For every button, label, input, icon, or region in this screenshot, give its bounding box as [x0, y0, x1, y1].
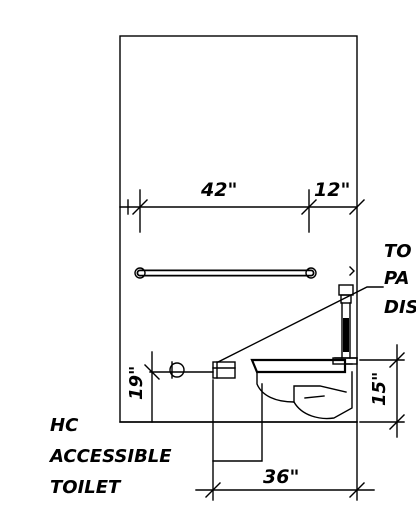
toilet-leader [212, 383, 263, 462]
dim-12-label: 12" [314, 179, 350, 201]
clearance-dimension [195, 379, 375, 501]
toilet-paper-dispenser [212, 361, 236, 379]
dispenser-callout-line-1: TO [384, 241, 412, 262]
dim-19-label: 19" [126, 366, 147, 400]
toilet-callout-line-1: HC [50, 415, 79, 436]
wall-fitting [349, 266, 355, 276]
dispenser-callout-line-3: DIS [384, 297, 416, 318]
toilet-bowl [250, 358, 353, 420]
dispenser-leader [217, 286, 384, 363]
seat-height-dimension [359, 344, 405, 438]
toilet-callout-line-3: TOILET [50, 477, 122, 498]
dim-15-label: 15" [369, 372, 390, 406]
grab-bar [134, 267, 317, 279]
toilet-callout-line-2: ACCESSIBLE [48, 446, 172, 467]
flush-valve [332, 284, 358, 365]
dispenser-callout-line-2: PA [384, 268, 409, 289]
wall-panel [119, 35, 358, 423]
dim-42-label: 42" [200, 179, 237, 201]
side-grab-fitting [144, 351, 214, 423]
dim-36-label: 36" [263, 466, 299, 488]
grab-bar-dimension [119, 189, 365, 233]
